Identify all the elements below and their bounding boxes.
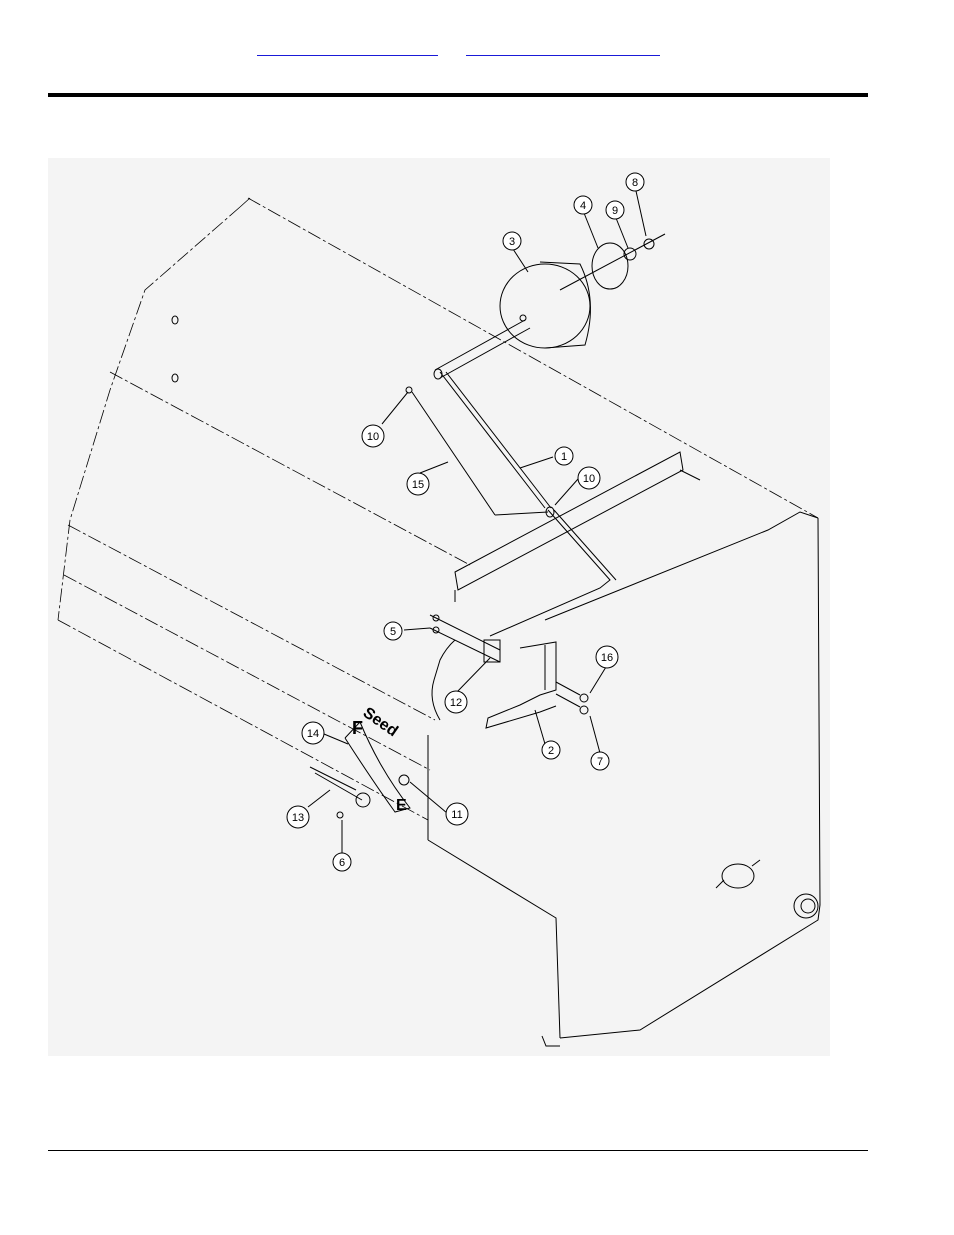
hopper-holes	[172, 316, 178, 382]
svg-text:3: 3	[509, 236, 515, 248]
callout-11: 11	[446, 803, 468, 825]
callout-5: 5	[384, 622, 402, 640]
callout-6: 6	[333, 853, 351, 871]
svg-text:12: 12	[450, 697, 462, 709]
svg-text:9: 9	[612, 205, 618, 217]
svg-text:11: 11	[451, 809, 462, 821]
seed-decal-text: F Seed E	[352, 704, 407, 814]
decal-full-mark: F	[352, 718, 363, 738]
callout-1: 1	[555, 447, 573, 465]
callout-10-upper: 10	[362, 425, 384, 447]
svg-text:8: 8	[632, 177, 638, 189]
svg-text:10: 10	[583, 473, 595, 485]
callout-8: 8	[626, 173, 644, 191]
weight	[500, 262, 590, 348]
callout-12: 12	[445, 691, 467, 713]
svg-text:5: 5	[390, 626, 396, 638]
svg-text:10: 10	[367, 431, 379, 443]
callout-4: 4	[574, 196, 592, 214]
svg-text:15: 15	[412, 479, 424, 491]
decal-empty-mark: E	[396, 797, 407, 814]
weight-hardware	[560, 234, 665, 290]
side-details	[716, 860, 818, 918]
svg-text:4: 4	[580, 200, 586, 212]
svg-text:6: 6	[339, 857, 345, 869]
callout-15: 15	[407, 473, 429, 495]
hopper-body	[58, 198, 820, 1046]
callout-13: 13	[287, 806, 309, 828]
svg-text:2: 2	[548, 745, 554, 757]
callout-7: 7	[591, 752, 609, 770]
callout-14: 14	[302, 722, 324, 744]
svg-text:16: 16	[601, 652, 613, 664]
callout-2: 2	[542, 741, 560, 759]
callout-9: 9	[606, 201, 624, 219]
hopper-rail	[455, 452, 700, 602]
svg-text:7: 7	[597, 756, 603, 768]
callout-10-lower: 10	[578, 467, 600, 489]
callout-16: 16	[596, 646, 618, 668]
svg-text:13: 13	[292, 812, 304, 824]
svg-text:1: 1	[561, 451, 567, 463]
callout-3: 3	[503, 232, 521, 250]
svg-text:14: 14	[307, 728, 319, 740]
